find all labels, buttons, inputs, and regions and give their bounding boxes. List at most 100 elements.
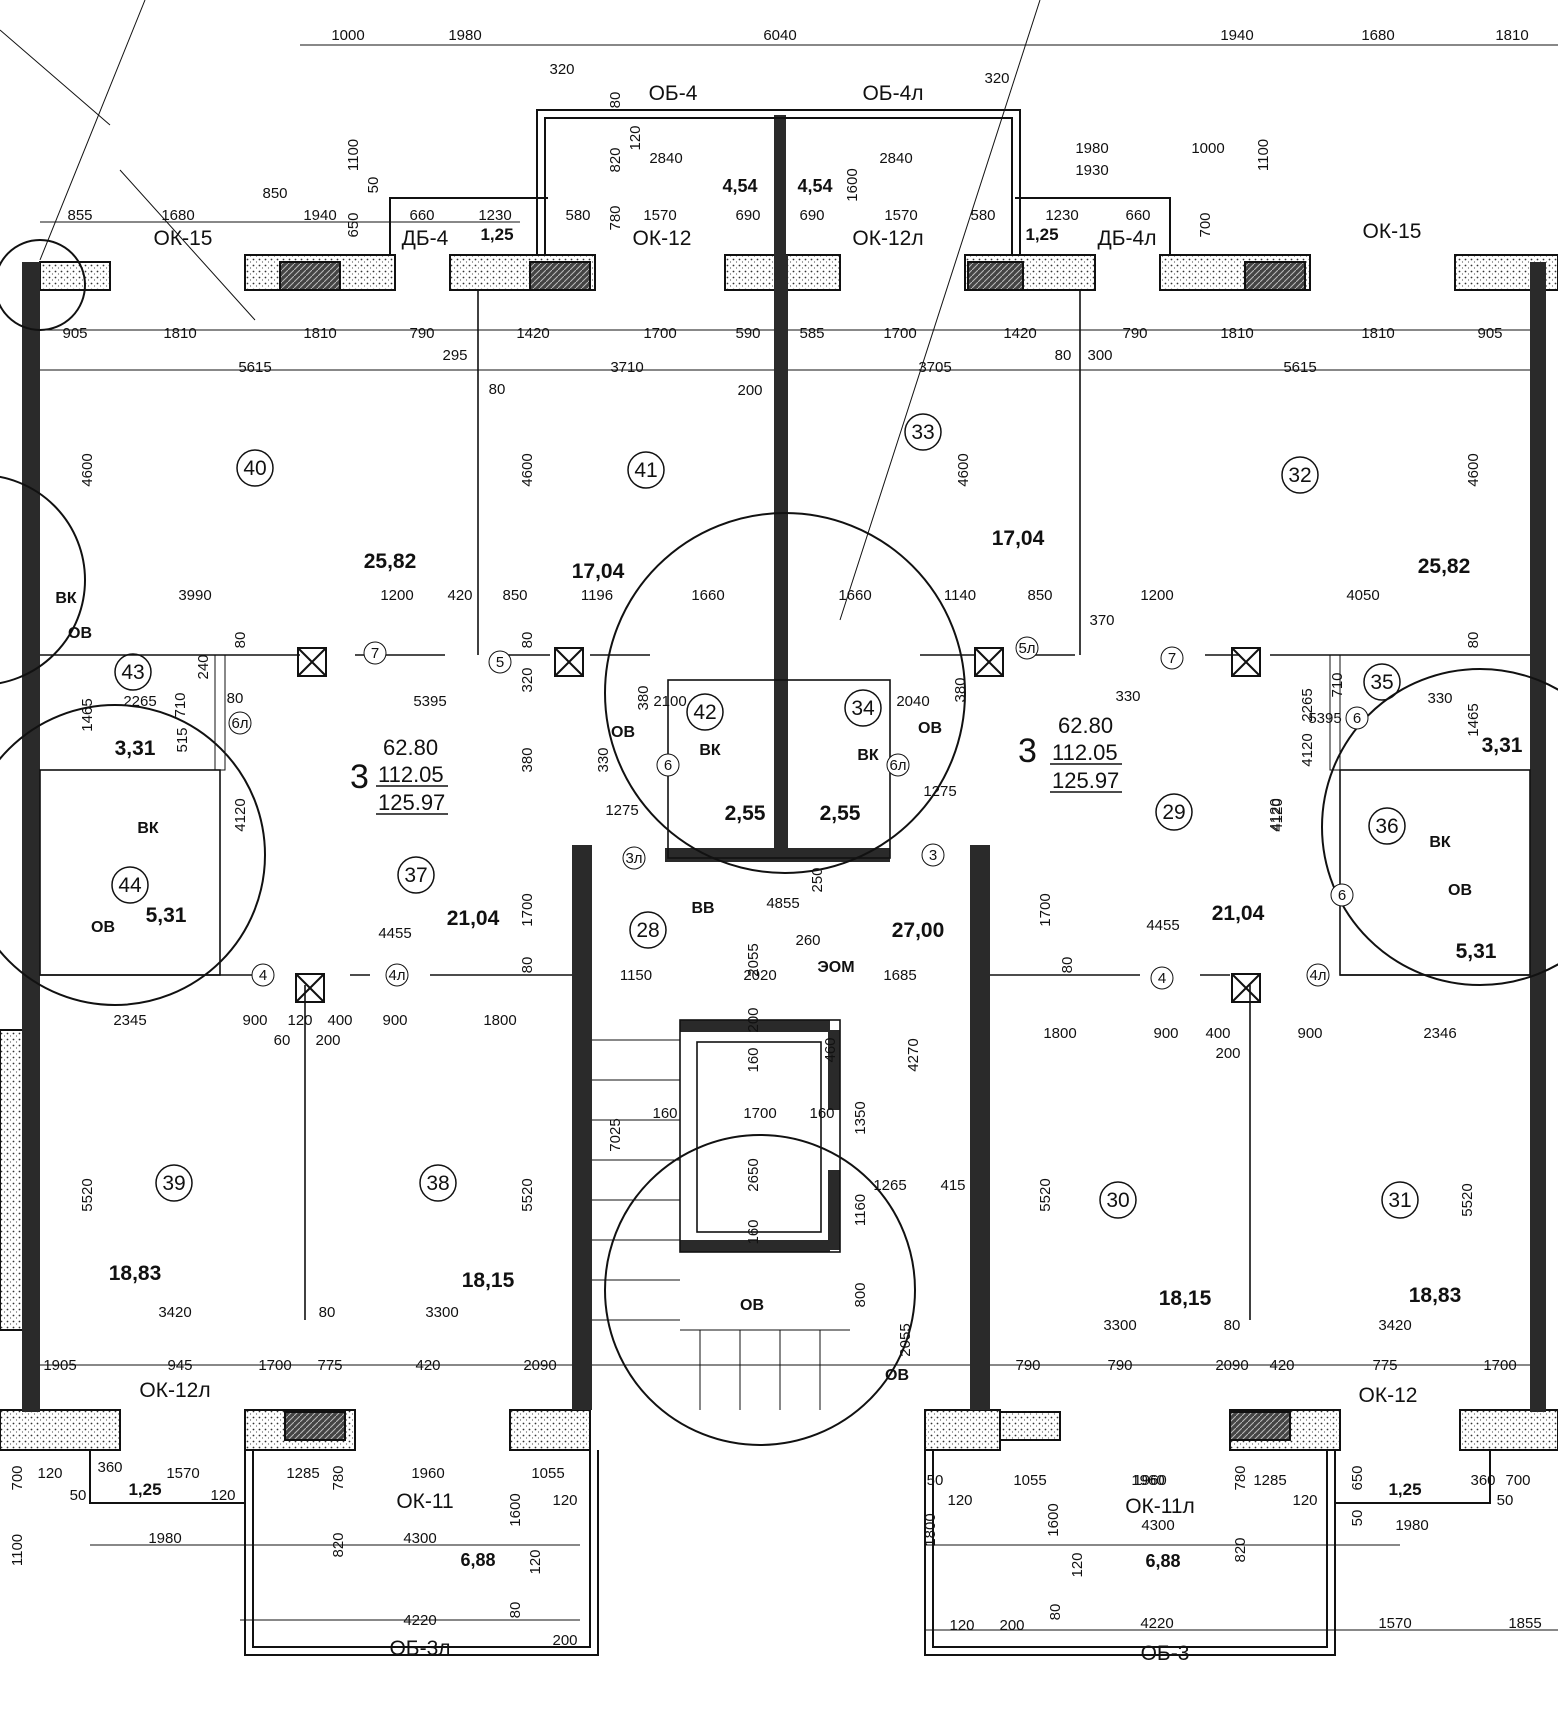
svg-text:330: 330: [1115, 688, 1140, 705]
door-6l-right: 6л: [886, 753, 910, 777]
svg-text:690: 690: [735, 207, 760, 224]
svg-text:6040: 6040: [763, 27, 796, 44]
svg-text:660: 660: [409, 207, 434, 224]
svg-text:50: 50: [927, 1472, 944, 1489]
svg-text:4300: 4300: [403, 1530, 436, 1547]
svg-text:5520: 5520: [1037, 1178, 1054, 1211]
area-32: 25,82: [1418, 555, 1471, 578]
label-ov-2: ОВ: [91, 919, 115, 936]
area-39: 18,83: [109, 1262, 162, 1285]
outer-walls: [0, 254, 1558, 1451]
svg-text:330: 330: [1427, 690, 1452, 707]
svg-text:3710: 3710: [610, 359, 643, 376]
door-4l-left: 4л: [385, 963, 409, 987]
svg-text:1055: 1055: [1013, 1472, 1046, 1489]
balcony-db4l-area: 1,25: [1025, 225, 1058, 244]
svg-text:4120: 4120: [1267, 798, 1284, 831]
room-42: 42: [686, 693, 724, 731]
svg-text:650: 650: [1349, 1465, 1366, 1490]
svg-text:62.80: 62.80: [1058, 713, 1113, 738]
balcony-db4-area: 1,25: [480, 225, 513, 244]
svg-text:3300: 3300: [1103, 1317, 1136, 1334]
svg-text:120: 120: [947, 1492, 972, 1509]
svg-text:2346: 2346: [1423, 1025, 1456, 1042]
svg-text:4600: 4600: [955, 453, 972, 486]
svg-text:1265: 1265: [873, 1177, 906, 1194]
svg-text:120: 120: [37, 1465, 62, 1482]
label-eom: ЭОМ: [817, 959, 854, 976]
balcony-ob4l-area: 4,54: [797, 176, 832, 196]
svg-text:360: 360: [1470, 1472, 1495, 1489]
door-5l: 5л: [1015, 636, 1039, 660]
svg-text:112.05: 112.05: [378, 762, 444, 787]
area-36: 5,31: [1456, 940, 1497, 963]
svg-text:420: 420: [415, 1357, 440, 1374]
room-areas: 25,82 17,04 17,04 25,82 3,31 5,31 21,04 …: [109, 527, 1523, 1310]
svg-text:3420: 3420: [1378, 1317, 1411, 1334]
svg-text:710: 710: [172, 692, 189, 717]
dimensions-lower-vertical: 5520 5520 5520 5520 200 160 460 1350 427…: [79, 943, 1476, 1356]
svg-text:4455: 4455: [378, 925, 411, 942]
svg-text:80: 80: [507, 1602, 524, 1619]
svg-text:33: 33: [911, 421, 934, 444]
svg-text:1196: 1196: [581, 587, 613, 604]
svg-text:4270: 4270: [905, 1038, 922, 1071]
svg-text:1960: 1960: [1133, 1472, 1166, 1489]
svg-text:370: 370: [1089, 612, 1114, 629]
svg-text:1570: 1570: [166, 1465, 199, 1482]
area-29: 21,04: [1212, 902, 1265, 925]
area-30: 18,15: [1159, 1287, 1212, 1310]
room-28: 28: [629, 911, 667, 949]
svg-text:5395: 5395: [1308, 710, 1341, 727]
svg-text:260: 260: [795, 932, 820, 949]
svg-text:1700: 1700: [519, 893, 536, 926]
svg-text:2090: 2090: [523, 1357, 556, 1374]
svg-text:2090: 2090: [1215, 1357, 1248, 1374]
door-6-left: 6: [656, 753, 680, 777]
label-ov-4: ОВ: [918, 720, 942, 737]
dimensions-bottom: 120 360 1570 1285 1960 1055 50 120 120 1…: [37, 1459, 1541, 1649]
svg-text:1420: 1420: [516, 325, 549, 342]
label-vk-4: ВК: [857, 747, 879, 764]
svg-text:5520: 5520: [1459, 1183, 1476, 1216]
svg-text:120: 120: [527, 1549, 544, 1574]
svg-text:112.05: 112.05: [1052, 740, 1118, 765]
svg-text:945: 945: [167, 1357, 192, 1374]
svg-text:4л: 4л: [388, 967, 405, 984]
svg-text:3705: 3705: [918, 359, 951, 376]
svg-text:80: 80: [1059, 957, 1076, 974]
balcony-small-right-area: 1,25: [1388, 1480, 1421, 1499]
svg-text:120: 120: [949, 1617, 974, 1634]
room-36: 36: [1368, 807, 1406, 845]
svg-text:1980: 1980: [1075, 140, 1108, 157]
svg-text:580: 580: [970, 207, 995, 224]
room-35: 35: [1363, 663, 1401, 701]
svg-text:6л: 6л: [889, 757, 906, 774]
svg-text:4455: 4455: [1146, 917, 1179, 934]
svg-text:775: 775: [317, 1357, 342, 1374]
svg-text:4220: 4220: [403, 1612, 436, 1629]
zone-circles: [0, 239, 1558, 1446]
window-ok12: ОК-12: [633, 227, 692, 250]
area-38: 18,15: [462, 1269, 515, 1292]
balcony-small-left-area: 1,25: [128, 1480, 161, 1499]
svg-text:820: 820: [1232, 1537, 1249, 1562]
balcony-ob4l: ОБ-4л: [862, 82, 923, 105]
dimensions-lower: 2345 900 120 400 900 1800 60 200 1150 20…: [43, 967, 1516, 1374]
label-vk-1: ВК: [55, 590, 77, 607]
svg-text:200: 200: [737, 382, 762, 399]
svg-text:1800: 1800: [1043, 1025, 1076, 1042]
svg-text:1700: 1700: [1037, 893, 1054, 926]
svg-text:6л: 6л: [231, 715, 248, 732]
svg-text:1100: 1100: [345, 139, 362, 171]
svg-text:200: 200: [315, 1032, 340, 1049]
svg-text:580: 580: [565, 207, 590, 224]
room-38: 38: [419, 1164, 457, 1202]
svg-text:330: 330: [595, 747, 612, 772]
door-4-left: 4: [251, 963, 275, 987]
svg-text:3л: 3л: [625, 850, 642, 867]
svg-text:360: 360: [97, 1459, 122, 1476]
svg-text:900: 900: [382, 1012, 407, 1029]
svg-text:5395: 5395: [413, 693, 446, 710]
